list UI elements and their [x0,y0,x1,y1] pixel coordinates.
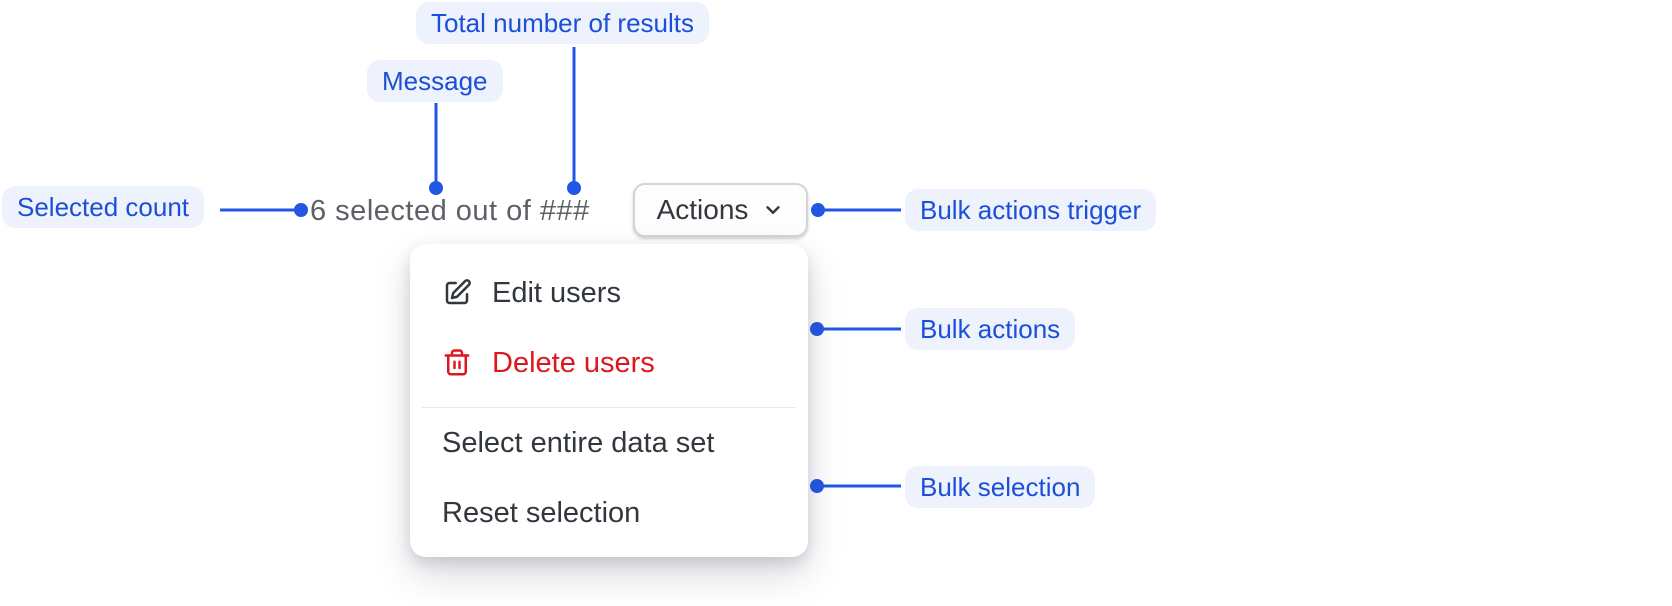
selection-count-message: 6 selected out of ### [310,195,590,227]
annotation-bulk-selection: Bulk selection [905,466,1096,508]
connector-message [429,103,443,195]
annotation-bulk-actions: Bulk actions [905,308,1076,350]
annotation-message: Message [367,60,503,102]
actions-button-label: Actions [656,194,749,225]
menu-item-edit-users[interactable]: Edit users [410,258,808,328]
connector-selected-count [220,203,308,217]
menu-item-label: Select entire data set [442,426,715,459]
connector-bulk-selection [810,479,901,493]
annotation-total-results: Total number of results [416,2,710,44]
connector-bulk-actions-trigger [811,203,901,217]
menu-divider [422,407,796,408]
trash-icon [442,348,472,378]
menu-item-label: Edit users [492,276,621,309]
menu-item-select-entire-data-set[interactable]: Select entire data set [410,408,808,478]
bulk-actions-trigger-button[interactable]: Actions [633,183,808,237]
menu-item-label: Reset selection [442,496,641,529]
edit-pencil-icon [442,278,472,308]
connector-total-results [567,47,581,195]
annotation-bulk-actions-trigger: Bulk actions trigger [905,189,1157,231]
connector-bulk-actions [810,322,901,336]
chevron-down-icon [762,199,784,221]
menu-item-reset-selection[interactable]: Reset selection [410,478,808,548]
menu-item-delete-users[interactable]: Delete users [410,328,808,398]
menu-item-label: Delete users [492,346,655,379]
annotation-selected-count: Selected count [2,186,205,228]
bulk-actions-menu: Edit users Delete users Select entire da… [410,244,808,557]
